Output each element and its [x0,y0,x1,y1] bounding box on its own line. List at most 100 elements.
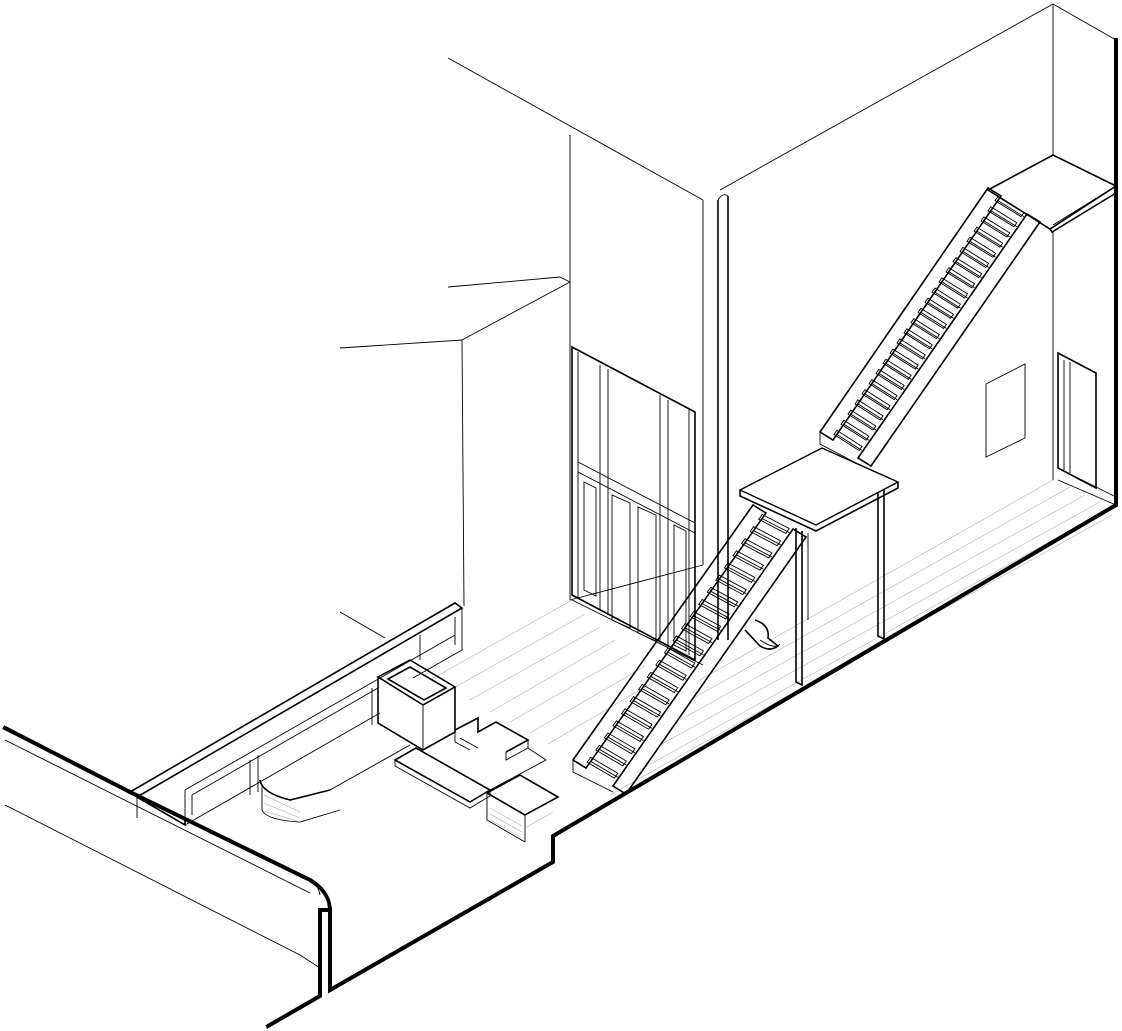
stair-riser [590,760,618,778]
stair-riser [676,639,704,656]
stair-riser [761,518,790,533]
stair-riser [899,342,926,360]
stair-riser [701,603,730,619]
stair-tread [758,513,790,534]
stair-riser [843,423,870,441]
stair-tread [612,720,645,743]
stair-tread [882,358,912,380]
stair-riser [667,651,696,668]
window-seat [128,602,464,827]
stair-tread [655,659,687,681]
lower-stair-treads [586,513,790,779]
stair-riser [727,566,756,582]
stair-tread [987,206,1018,228]
upper-stair-treads [833,195,1025,452]
stair-riser [659,663,687,680]
stair-tread [706,586,739,608]
stair-tread [875,368,905,391]
stair-riser [650,675,678,692]
stair-riser [969,240,996,258]
stair-riser [878,373,905,390]
stair-riser [719,578,747,595]
stair-riser [633,700,661,717]
stair-riser [864,393,891,411]
stair-riser [885,362,912,380]
stair-tread [638,683,670,706]
stair-tread [620,708,653,730]
stair-tread [861,389,891,411]
stair-riser [624,712,653,729]
mezzanine-landing [738,447,900,687]
window-wall [571,345,696,662]
stair-riser [710,590,738,607]
stair-riser [920,312,947,329]
stair-tread [595,744,627,767]
floor-boards [429,479,1113,796]
stair-tread [917,307,948,330]
stair-tread [938,277,969,299]
stair-riser [616,724,644,741]
stair-riser [948,271,975,289]
stair-tread [689,611,722,632]
stair-tread [924,297,955,319]
stair-tread [966,236,997,258]
stair-tread [980,216,1011,238]
stair-riser [850,413,877,431]
stair-tread [723,562,756,583]
stair-tread [680,623,713,645]
stair-tread [903,328,933,350]
stair-tread [910,317,940,340]
stair-tread [663,647,696,669]
stair-riser [753,530,781,546]
stair-tread [973,226,1004,248]
stair-riser [913,322,940,339]
stair-tread [749,526,782,547]
stair-riser [599,748,627,766]
stair-riser [607,736,636,754]
stair-tread [833,429,863,452]
stair-riser [990,210,1018,228]
stair-tread [740,538,773,559]
stair-riser [934,291,961,309]
stair-riser [641,688,670,705]
stair-tread [854,399,884,421]
stair-tread [847,409,877,431]
stair-tread [994,195,1025,218]
stair-riser [857,403,884,421]
stair-tread [715,574,747,596]
stair-tread [732,550,765,571]
stair-tread [952,256,983,279]
stair-tread [931,287,962,309]
stair-tread [698,598,730,620]
stair-riser [962,251,989,268]
stair-riser [736,554,764,570]
section-cut [2,38,1118,1029]
stair-riser [836,434,863,451]
stair-riser [941,281,968,299]
stair-tread [959,246,990,269]
stair-tread [586,756,619,779]
stair-tread [603,732,636,755]
stair-riser [684,627,713,644]
stair-riser [927,301,954,319]
stair-tread [868,378,898,401]
stair-riser [892,352,919,370]
stair-tread [646,671,679,694]
stair-riser [983,220,1010,238]
stair-riser [693,615,721,631]
stair-tread [672,635,705,657]
stair-riser [906,332,933,350]
upper-stair [818,186,1042,468]
lower-stair [571,503,808,796]
stair-riser [955,261,982,278]
stair-tread [840,419,870,441]
stair-riser [871,383,898,400]
stair-riser [997,200,1025,217]
stair-riser [744,542,773,558]
island-block [376,659,560,843]
stair-tread [896,338,926,360]
stair-tread [945,267,976,289]
stair-tread [889,348,919,370]
stair-riser [976,230,1003,248]
